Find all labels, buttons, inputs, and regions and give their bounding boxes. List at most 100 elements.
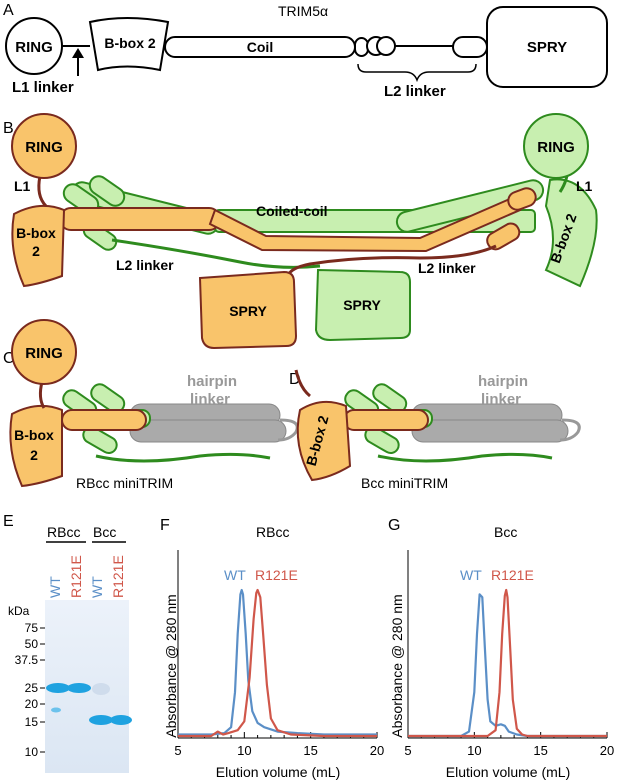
gel-group-rbcc: RBcc (47, 524, 80, 540)
gel-markers: 75 50 37.5 25 20 15 10 (15, 621, 45, 759)
gel-bands (46, 683, 132, 725)
l1-left-label: L1 (14, 178, 31, 194)
bbox-left-label-1: B-box (16, 225, 56, 241)
marker-37-5: 37.5 (15, 653, 39, 667)
panel-c-letter: C (3, 350, 15, 367)
panel-b-letter: B (3, 120, 14, 137)
panel-f: F RBcc Absorbance @ 280 nm Elution volum… (160, 517, 384, 780)
nterm-linker-d (294, 369, 311, 398)
panel-a-title: TRIM5α (278, 3, 328, 19)
gel-group-bcc: Bcc (93, 524, 116, 540)
chart-g-tick-label: 10 (467, 743, 481, 758)
ring-label-a: RING (15, 39, 53, 56)
band-lane1-25kda (46, 683, 70, 693)
ring-right-label: RING (537, 139, 575, 156)
l1-right-label: L1 (576, 178, 593, 194)
chart-g-tick-label: 15 (533, 743, 547, 758)
marker-50: 50 (25, 637, 39, 651)
marker-10: 10 (25, 745, 39, 759)
hairpin-helix-bottom-c (129, 419, 287, 443)
kda-label: kDa (8, 604, 30, 618)
chart-f-series-r121e (178, 588, 377, 738)
chart-g-title: Bcc (494, 524, 517, 540)
chart-f-legend-r121e: R121E (255, 567, 298, 583)
chart-g-legend-wt: WT (460, 567, 482, 583)
l2-brace (357, 63, 477, 83)
green-linker-d (377, 452, 553, 463)
l2-left-label: L2 linker (116, 257, 174, 273)
lane-label-4: R121E (110, 555, 126, 598)
lane-label-2: R121E (68, 555, 84, 598)
ring-domain-a (5, 17, 63, 75)
ring-label-c: RING (25, 345, 63, 362)
chart-f-tick-label: 10 (237, 743, 251, 758)
chart-g-legend-r121e: R121E (491, 567, 534, 583)
lane-label-3: WT (89, 576, 105, 598)
hairpin-label-1-c: hairpin (187, 373, 237, 390)
bbox-label-a: B-box 2 (104, 35, 156, 51)
orange-protomer: B-box 2 RING SPRY L1 (11, 113, 537, 350)
chart-f-tick-label: 15 (303, 743, 317, 758)
orange-helix-d (343, 409, 429, 431)
spry-left-domain (198, 270, 298, 350)
chart-f-xlabel: Elution volume (mL) (216, 764, 341, 780)
orange-helix-end (507, 187, 537, 211)
spry-label-a: SPRY (527, 39, 567, 56)
green-helix-c-2 (90, 383, 126, 414)
smear-lane3 (92, 683, 110, 695)
orange-helix-c (61, 409, 147, 431)
chart-f-title: RBcc (256, 524, 289, 540)
hairpin-loop-c (277, 418, 299, 442)
marker-25: 25 (25, 681, 39, 695)
panel-g: G Bcc Absorbance @ 280 nm Elution volume… (388, 517, 614, 780)
marker-75: 75 (25, 621, 39, 635)
chart-f-series-wt (178, 588, 377, 736)
chart-g-tick-label: 5 (404, 743, 411, 758)
chart-g-tick-label: 20 (600, 743, 614, 758)
spry-right-domain (314, 268, 411, 342)
panel-d-letter: D (289, 371, 301, 388)
panel-a: A TRIM5α RING B-box 2 Coil SPRY L1 linke… (3, 2, 608, 100)
helix-a-end (452, 36, 488, 58)
green-helix-2 (88, 175, 126, 207)
ring-right-domain (523, 113, 589, 179)
l2-left-linker (111, 238, 321, 269)
lane-label-1: WT (47, 576, 63, 598)
bbox-label-c-2: 2 (30, 447, 38, 463)
panel-e: E RBcc Bcc WT R121E WT R121E kDa 75 50 3… (3, 513, 132, 773)
green-helix-d-2 (372, 383, 408, 414)
bbox-right-domain (544, 178, 598, 288)
chart-g-xlabel: Elution volume (mL) (446, 764, 571, 780)
l1-arrowhead (72, 48, 84, 58)
spry-right-label: SPRY (343, 297, 381, 313)
coiled-coil-label: Coiled-coil (256, 203, 328, 219)
chart-f-legend-wt: WT (224, 567, 246, 583)
band-lane2-25kda (67, 683, 91, 693)
marker-15: 15 (25, 715, 39, 729)
spry-domain-a (486, 6, 608, 88)
l1-linker-c (38, 381, 46, 409)
spry-left-label: SPRY (229, 303, 267, 319)
panel-g-letter: G (388, 517, 400, 534)
bbox-domain-a (88, 17, 170, 72)
chart-g-plot: 5 10 15 20 WT R121E (404, 550, 614, 758)
chart-g-series-r121e (408, 588, 607, 738)
l1-label-a: L1 linker (12, 79, 74, 96)
helix-bump-3 (376, 36, 396, 56)
hairpin-helix-bottom-d (411, 419, 569, 443)
panel-d: D hairpin linker B-box 2 Bcc miniTRIM (289, 369, 581, 491)
l1-left-linker (37, 175, 48, 208)
band-lane4-15kda (110, 715, 132, 725)
orange-coil-left (59, 207, 221, 231)
hairpin-label-2-d: linker (481, 391, 521, 408)
bbox-left-label-2: 2 (32, 243, 40, 259)
chart-f-ylabel: Absorbance @ 280 nm (163, 594, 179, 737)
green-linker-c (95, 452, 271, 463)
orange-helix-2 (486, 222, 521, 251)
bbox-domain-c (9, 404, 63, 488)
caption-c: RBcc miniTRIM (76, 475, 173, 491)
band-lane3-15kda (89, 715, 113, 725)
bbox-domain-d (296, 400, 352, 482)
